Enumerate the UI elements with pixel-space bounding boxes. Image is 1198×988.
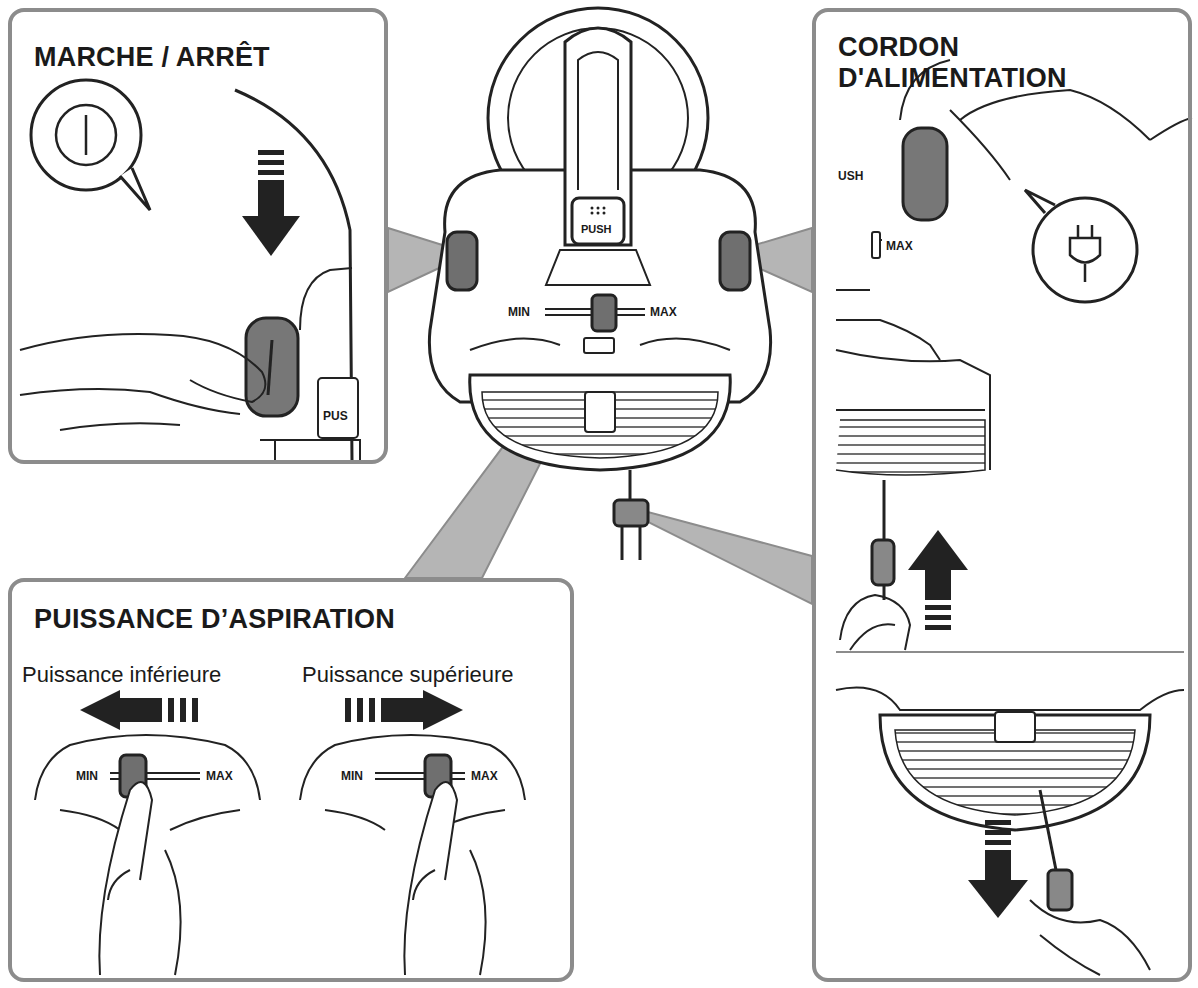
move-arrows	[908, 530, 1028, 918]
leader-band	[388, 228, 812, 604]
suction-slider-zoom	[35, 735, 525, 975]
button-label: USH	[838, 170, 863, 182]
slider-label: MIN	[341, 770, 363, 782]
panel-heading: CORDON D'ALIMENTATION	[838, 32, 1158, 94]
slider-label: MAX	[886, 240, 913, 252]
vacuum-body	[429, 8, 770, 560]
power-level-label: Puissance inférieure	[22, 662, 221, 687]
power-button-zoom	[20, 80, 360, 460]
slider-label: MAX	[471, 770, 498, 782]
press-arrow	[242, 150, 300, 256]
callout-panel: CORDON D'ALIMENTATION	[812, 8, 1192, 982]
slider-label: MAX	[650, 306, 677, 318]
button-label: PUSH	[581, 224, 612, 235]
callout-panel: MARCHE / ARRÊT	[8, 8, 388, 464]
panel-heading: MARCHE / ARRÊT	[34, 42, 270, 73]
cord-button-zoom	[836, 60, 1192, 975]
slider-label: MIN	[508, 306, 530, 318]
direction-arrows	[80, 690, 463, 730]
slider-label: MAX	[206, 770, 233, 782]
panel-heading: PUISSANCE D’ASPIRATION	[34, 604, 395, 635]
button-label: PUS	[323, 410, 348, 422]
power-level-label: Puissance supérieure	[302, 662, 514, 687]
slider-label: MIN	[76, 770, 98, 782]
push-dots	[591, 207, 606, 215]
